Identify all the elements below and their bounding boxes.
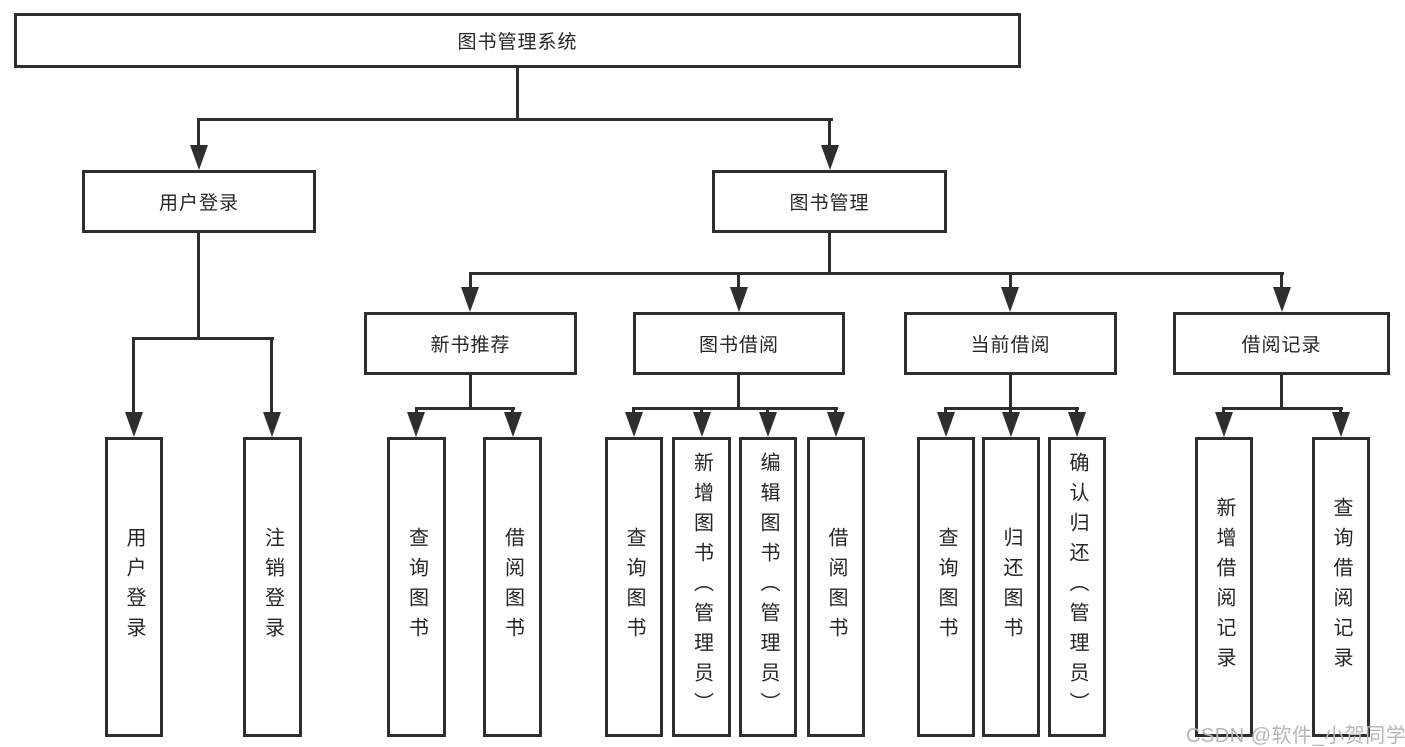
watermark: CSDN @软件_小贺同学 bbox=[1186, 725, 1405, 747]
edge-line bbox=[1222, 407, 1343, 410]
node-current-borrow: 当前借阅 bbox=[904, 312, 1117, 375]
edge-line bbox=[1280, 272, 1283, 290]
edge-arrowhead bbox=[730, 287, 748, 312]
node-bb-query-books: 查询图书 bbox=[605, 437, 663, 737]
edge-arrowhead bbox=[1273, 287, 1291, 312]
edge-line bbox=[270, 337, 273, 415]
edge-line bbox=[632, 407, 635, 415]
node-rec-borrow-books: 借阅图书 bbox=[483, 437, 542, 737]
node-bb-edit-books: 编辑图书（管理员） bbox=[739, 437, 797, 737]
edge-line bbox=[415, 407, 418, 415]
edge-line bbox=[1339, 407, 1342, 415]
edge-line bbox=[132, 337, 274, 340]
edge-arrowhead bbox=[1002, 412, 1020, 437]
edge-arrowhead bbox=[407, 412, 425, 437]
node-cb-return-books: 归还图书 bbox=[982, 437, 1040, 737]
node-leaf-logout: 注销登录 bbox=[243, 437, 302, 737]
edge-line bbox=[469, 272, 472, 290]
edge-arrowhead bbox=[693, 412, 711, 437]
edge-arrowhead bbox=[1215, 412, 1233, 437]
edge-line bbox=[516, 68, 519, 118]
node-leaf-user-login: 用户登录 bbox=[105, 437, 163, 737]
node-new-book-rec: 新书推荐 bbox=[364, 312, 577, 375]
edge-line bbox=[737, 272, 740, 290]
edge-arrowhead bbox=[759, 412, 777, 437]
edge-line bbox=[766, 407, 769, 415]
edge-arrowhead bbox=[1332, 412, 1350, 437]
node-root: 图书管理系统 bbox=[14, 13, 1021, 68]
node-bb-borrow-books: 借阅图书 bbox=[807, 437, 865, 737]
edge-line bbox=[1075, 407, 1078, 415]
edge-arrowhead bbox=[125, 412, 143, 437]
edge-line bbox=[828, 118, 831, 150]
edge-arrowhead bbox=[1001, 287, 1019, 312]
edge-line bbox=[511, 407, 514, 415]
edge-line bbox=[1009, 375, 1012, 407]
node-borrow-records: 借阅记录 bbox=[1173, 312, 1390, 375]
edge-line bbox=[632, 407, 838, 410]
edge-arrowhead bbox=[937, 412, 955, 437]
edge-line bbox=[1222, 407, 1225, 415]
edge-arrowhead bbox=[504, 412, 522, 437]
edge-line bbox=[834, 407, 837, 415]
edge-arrowhead bbox=[821, 145, 839, 170]
node-user-login: 用户登录 bbox=[82, 170, 316, 233]
edge-line bbox=[1009, 407, 1012, 415]
node-rec-query-books: 查询图书 bbox=[387, 437, 446, 737]
edge-arrowhead bbox=[625, 412, 643, 437]
edge-line bbox=[132, 337, 135, 415]
node-cb-query-books: 查询图书 bbox=[917, 437, 975, 737]
edge-line bbox=[1009, 272, 1012, 290]
edge-line bbox=[197, 118, 833, 121]
edge-line bbox=[828, 233, 831, 272]
edge-arrowhead bbox=[1068, 412, 1086, 437]
node-br-query-record: 查询借阅记录 bbox=[1312, 437, 1370, 737]
edge-line bbox=[1280, 375, 1283, 407]
edge-line bbox=[944, 407, 947, 415]
edge-line bbox=[469, 272, 1284, 275]
edge-line bbox=[197, 118, 200, 150]
edge-arrowhead bbox=[263, 412, 281, 437]
node-br-add-record: 新增借阅记录 bbox=[1195, 437, 1253, 737]
edge-line bbox=[197, 233, 200, 337]
edge-arrowhead bbox=[827, 412, 845, 437]
edge-arrowhead bbox=[190, 145, 208, 170]
edge-line bbox=[737, 375, 740, 407]
node-book-borrow: 图书借阅 bbox=[633, 312, 845, 375]
node-bb-add-books: 新增图书（管理员） bbox=[672, 437, 731, 737]
node-book-mgmt: 图书管理 bbox=[712, 170, 947, 233]
node-cb-confirm-return: 确认归还（管理员） bbox=[1048, 437, 1106, 737]
edge-line bbox=[415, 407, 515, 410]
edge-line bbox=[700, 407, 703, 415]
edge-arrowhead bbox=[461, 287, 479, 312]
edge-line bbox=[469, 375, 472, 407]
